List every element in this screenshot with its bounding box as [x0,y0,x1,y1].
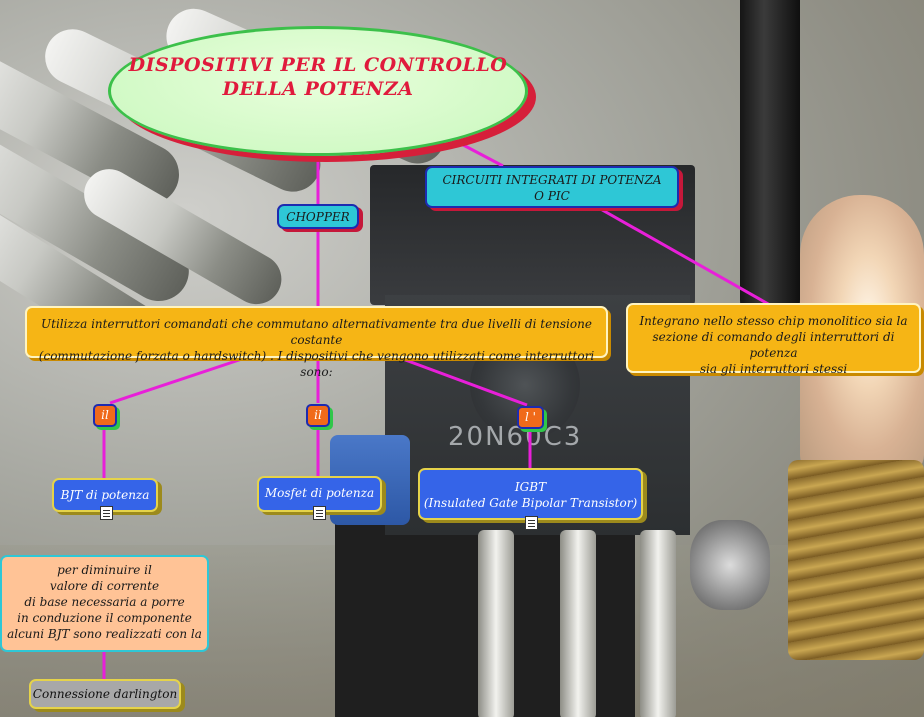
solder-washer [690,520,770,610]
transistor-pin [640,530,676,717]
chopper-desc-line2: (commutazione forzata o hardswitch) . I … [38,349,595,379]
transistor-pin [560,530,596,717]
transistor-pin [478,530,514,717]
integrated-desc-line3: sia gli interruttori stessi [699,362,848,376]
igbt-label-line2: (Insulated Gate Bipolar Transistor) [423,496,638,510]
chip-marking: 20N60C3 [448,422,583,452]
note-icon[interactable] [313,506,326,520]
black-cable [740,0,800,330]
link-desc-connector-1 [109,356,246,405]
bjt-note-line2: valore di corrente [49,579,160,593]
chopper-description-node[interactable]: Utilizza interruttori comandati che comm… [25,306,608,379]
integrated-desc-line1: Integrano nello stesso chip monolitico s… [639,314,908,328]
main-title-line2: DELLA POTENZA [222,78,414,100]
connector-label: il [101,408,109,422]
connector-il-1[interactable]: il [93,404,117,427]
link-title-integrated [449,136,504,168]
link-desc-connector-3 [399,356,528,407]
bjt-note-line5: alcuni BJT sono realizzati con la [7,627,202,641]
connector-label: il [314,408,322,422]
bjt-label: BJT di potenza [60,488,150,502]
integrated-label-line2: O PIC [534,189,570,203]
bjt-note-line4: in conduzione il componente [17,611,192,625]
mosfet-label: Mosfet di potenza [264,486,375,500]
connector-l[interactable]: l ' [517,406,544,429]
chopper-desc-line1: Utilizza interruttori comandati che comm… [41,317,592,347]
igbt-node[interactable]: IGBT (Insulated Gate Bipolar Transistor) [418,468,643,520]
chopper-label: CHOPPER [286,210,350,224]
bjt-note-line3: di base necessaria a porre [24,595,185,609]
link-integrated-desc [596,205,771,307]
note-icon[interactable] [525,516,538,530]
darlington-label: Connessione darlington [32,687,178,701]
bjt-note-node[interactable]: per diminuire il valore di corrente di b… [0,555,209,652]
integrated-description-node[interactable]: Integrano nello stesso chip monolitico s… [626,303,921,376]
chopper-node[interactable]: CHOPPER [277,204,359,229]
integrated-circuits-node[interactable]: CIRCUITI INTEGRATI DI POTENZA O PIC [425,166,679,208]
integrated-desc-line2: sezione di comando degli interruttori di… [652,330,895,360]
igbt-label-line1: IGBT [514,480,547,494]
bjt-note-line1: per diminuire il [57,563,152,577]
main-title-node[interactable]: DISPOSITIVI PER IL CONTROLLO DELLA POTEN… [108,26,528,156]
note-icon[interactable] [100,506,113,520]
connector-label: l ' [525,410,536,424]
main-title-line1: DISPOSITIVI PER IL CONTROLLO [128,54,508,76]
bulb-base [788,460,924,660]
connector-il-2[interactable]: il [306,404,330,427]
integrated-label-line1: CIRCUITI INTEGRATI DI POTENZA [442,173,662,187]
darlington-node[interactable]: Connessione darlington [29,679,181,709]
